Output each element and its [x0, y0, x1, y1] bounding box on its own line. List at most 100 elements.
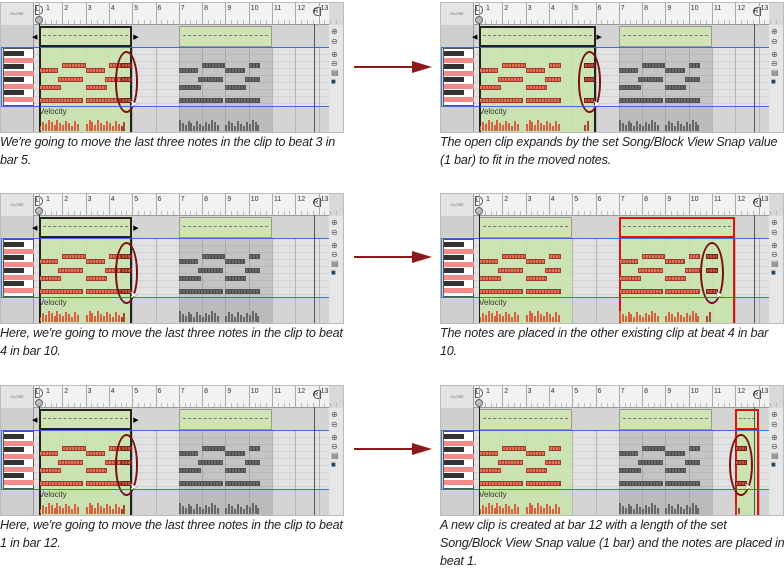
midi-note[interactable] [525, 68, 545, 73]
piano-key[interactable] [4, 255, 24, 260]
piano-keyboard[interactable] [443, 239, 474, 297]
velocity-bar[interactable] [674, 125, 677, 131]
velocity-bar[interactable] [528, 119, 531, 131]
midi-note[interactable] [638, 77, 664, 82]
velocity-bar[interactable] [496, 311, 499, 322]
velocity-bar[interactable] [91, 122, 94, 131]
piano-key[interactable] [444, 268, 464, 273]
fit-icon[interactable]: ▤ [331, 259, 339, 268]
velocity-bar[interactable] [71, 316, 74, 322]
velocity-bar[interactable] [251, 119, 254, 131]
piano-keyboard[interactable] [443, 431, 474, 489]
velocity-bar[interactable] [630, 314, 633, 322]
clip-notes-region[interactable] [178, 431, 272, 515]
velocity-bar[interactable] [88, 119, 91, 131]
loop-end-marker[interactable]: R [312, 7, 321, 16]
piano-key[interactable] [4, 64, 24, 69]
velocity-bar[interactable] [50, 505, 53, 514]
velocity-bar[interactable] [627, 311, 630, 322]
zoom-out-icon[interactable]: ⊖ [771, 37, 778, 46]
midi-note[interactable] [544, 77, 561, 82]
midi-note[interactable] [244, 460, 261, 465]
velocity-bar[interactable] [181, 313, 184, 322]
velocity-bar[interactable] [91, 313, 94, 322]
velocity-bar[interactable] [257, 124, 260, 131]
piano-key[interactable] [444, 255, 464, 260]
velocity-bar[interactable] [59, 313, 62, 322]
clip-notes-region[interactable] [479, 431, 573, 515]
velocity-bar[interactable] [484, 507, 487, 514]
velocity-bar[interactable] [254, 313, 257, 322]
velocity-bar[interactable] [108, 123, 111, 131]
midi-note[interactable] [85, 451, 105, 456]
clip-c3[interactable] [735, 409, 759, 430]
velocity-bar[interactable] [213, 122, 216, 131]
velocity-bar[interactable] [511, 316, 514, 322]
velocity-bar[interactable] [674, 508, 677, 514]
velocity-bar[interactable] [671, 314, 674, 322]
velocity-bar[interactable] [653, 122, 656, 131]
piano-key[interactable] [4, 71, 34, 76]
piano-key[interactable] [444, 90, 464, 95]
piano-key[interactable] [4, 467, 34, 472]
zoom-out-icon[interactable]: ⊖ [331, 420, 338, 429]
midi-note[interactable] [225, 481, 261, 486]
midi-note[interactable] [225, 289, 261, 294]
midi-note[interactable] [684, 460, 701, 465]
velocity-bar[interactable] [493, 507, 496, 514]
velocity-bar[interactable] [39, 509, 41, 514]
zoom-in-icon[interactable]: ⊕ [771, 50, 778, 59]
piano-key[interactable] [444, 262, 474, 267]
velocity-bar[interactable] [499, 505, 502, 514]
velocity-bar[interactable] [540, 122, 543, 131]
velocity-bar[interactable] [242, 126, 245, 131]
velocity-bar[interactable] [557, 506, 560, 514]
velocity-bar[interactable] [239, 314, 242, 322]
velocity-bar[interactable] [554, 504, 557, 514]
velocity-bar[interactable] [213, 505, 216, 514]
velocity-bar[interactable] [645, 504, 647, 514]
velocity-bar[interactable] [202, 317, 205, 322]
playhead-position-handle[interactable] [35, 16, 43, 24]
piano-key[interactable] [4, 77, 24, 82]
midi-note[interactable] [178, 451, 199, 456]
loop-end-marker[interactable]: R [312, 198, 321, 207]
velocity-bar[interactable] [228, 120, 231, 131]
velocity-bar[interactable] [665, 316, 668, 322]
velocity-bar[interactable] [487, 310, 490, 322]
velocity-bar[interactable] [540, 313, 543, 322]
velocity-bar[interactable] [677, 121, 680, 131]
velocity-bar[interactable] [213, 313, 216, 322]
velocity-bar[interactable] [199, 123, 202, 131]
piano-key[interactable] [444, 473, 464, 478]
velocity-bar[interactable] [187, 503, 190, 514]
zoom-out-icon[interactable]: ⊖ [771, 420, 778, 429]
velocity-bar[interactable] [481, 504, 484, 514]
clip-notes-region[interactable] [618, 431, 712, 515]
velocity-bar[interactable] [502, 508, 505, 514]
midi-note[interactable] [202, 63, 226, 68]
velocity-bar[interactable] [228, 503, 231, 514]
velocity-bar[interactable] [525, 124, 528, 131]
velocity-bar[interactable] [88, 502, 91, 514]
clip-resize-right-handle[interactable]: ▶ [133, 417, 139, 424]
velocity-bar[interactable] [665, 125, 668, 131]
midi-note[interactable] [62, 254, 86, 259]
velocity-bar[interactable] [120, 317, 123, 322]
velocity-bar[interactable] [242, 509, 245, 514]
velocity-bar[interactable] [100, 313, 103, 322]
midi-note[interactable] [225, 98, 261, 103]
velocity-bar[interactable] [117, 123, 120, 131]
clip-c1[interactable] [479, 217, 573, 238]
piano-key[interactable] [444, 84, 474, 89]
velocity-bar[interactable] [479, 317, 481, 322]
velocity-bar[interactable] [105, 503, 108, 514]
velocity-bar[interactable] [184, 125, 187, 131]
velocity-bar[interactable] [245, 312, 248, 322]
midi-note[interactable] [225, 276, 247, 281]
velocity-bar[interactable] [668, 311, 671, 322]
velocity-bar[interactable] [111, 508, 114, 514]
